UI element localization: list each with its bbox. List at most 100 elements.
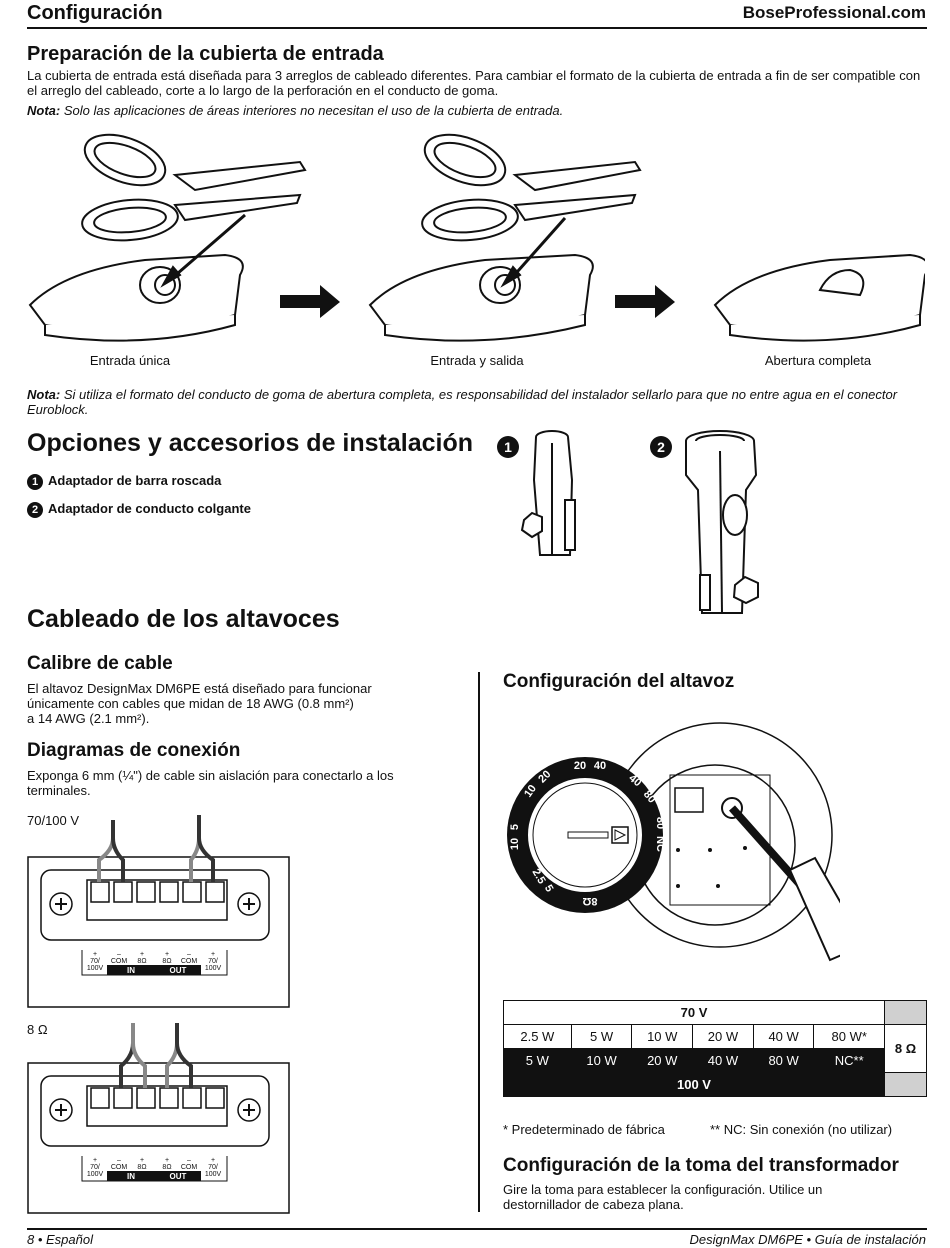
table-row: 70 V xyxy=(503,1000,927,1025)
term-minus-2: – xyxy=(187,951,191,958)
term-8-1: 8Ω xyxy=(137,1164,146,1171)
term-70-2: 70/ xyxy=(208,1164,218,1171)
site-name: BoseProfessional.com xyxy=(742,3,926,22)
column-divider xyxy=(478,672,480,1212)
cell-100-5: NC** xyxy=(813,1048,885,1073)
term-com-1: COM xyxy=(111,1164,128,1171)
footnote-nc: ** NC: Sin conexión (no utilizar) xyxy=(710,1122,893,1137)
cover-note-2: Nota: Si utiliza el formato del conducto… xyxy=(27,387,922,417)
note-label: Nota: xyxy=(27,387,61,402)
cell-70-5: 80 W* xyxy=(813,1024,885,1049)
term-plus-2: + xyxy=(140,951,144,958)
caption-full-opening: Abertura completa xyxy=(764,353,872,368)
term-70-2: 70/ xyxy=(208,958,218,965)
term-plus-3: + xyxy=(165,1157,169,1164)
term-in-label: IN xyxy=(127,966,135,975)
term-plus-3: + xyxy=(165,951,169,958)
terminal-diagram-8ohm: + 70/ 100V – COM + 8Ω + 8Ω – COM + 70/ 1… xyxy=(27,1023,290,1214)
dial-label-nc: NC xyxy=(654,836,666,852)
section-title: Configuración xyxy=(27,2,163,24)
term-com-1: COM xyxy=(111,958,128,965)
cover-housing-1 xyxy=(28,213,246,342)
table-row: 5 W 10 W 20 W 40 W 80 W NC** xyxy=(503,1048,927,1073)
table-cell xyxy=(884,1000,927,1025)
speaker-dial-illustration: 20 40 40 80 80 NC 10 20 5 10 2.5 5 8Ω xyxy=(507,722,840,962)
footer-100v: 100 V xyxy=(503,1072,885,1097)
dial-label-40: 40 xyxy=(594,760,606,772)
arrow-right-icon xyxy=(280,285,340,318)
caption-entry-exit: Entrada y salida xyxy=(430,353,524,368)
label-8-ohm: 8 Ω xyxy=(27,1022,48,1037)
term-out-label: OUT xyxy=(170,966,187,975)
term-100-1: 100V xyxy=(87,965,104,972)
diagram-line-1: Exponga 6 mm (¼") de cable sin aislación… xyxy=(27,768,394,783)
table-row: 2.5 W 5 W 10 W 20 W 40 W 80 W* 8 Ω xyxy=(503,1024,927,1073)
gauge-title: Calibre de cable xyxy=(27,653,173,674)
gauge-line-3: a 14 AWG (2.1 mm²). xyxy=(27,711,150,726)
cover-body: La cubierta de entrada está diseñada par… xyxy=(27,68,921,98)
cover-illustrations xyxy=(28,133,925,342)
note-text: Solo las aplicaciones de áreas interiore… xyxy=(63,103,564,118)
term-8-1: 8Ω xyxy=(137,958,146,965)
tap-config-table: 70 V 2.5 W 5 W 10 W 20 W 40 W 80 W* 8 Ω … xyxy=(503,1000,927,1097)
caption-single-entry: Entrada única xyxy=(89,353,171,368)
dial-label-10: 10 xyxy=(522,783,539,800)
term-70-1: 70/ xyxy=(90,1164,100,1171)
footer-rule xyxy=(27,1228,927,1230)
diagram-title: Diagramas de conexión xyxy=(27,740,241,761)
footnote-factory-default: * Predeterminado de fábrica xyxy=(503,1122,665,1137)
term-70-1: 70/ xyxy=(90,958,100,965)
term-com-2: COM xyxy=(181,958,198,965)
dial-label-80b: 80 xyxy=(654,817,666,829)
cell-100-0: 5 W xyxy=(503,1048,572,1073)
note-label: Nota: xyxy=(27,103,61,118)
cell-100-2: 20 W xyxy=(631,1048,694,1073)
cell-70-3: 20 W xyxy=(692,1024,754,1049)
table-row: 100 V xyxy=(503,1072,927,1097)
dial-label-5b: 5 xyxy=(542,883,555,894)
accessory-number-2: 2 xyxy=(650,436,672,458)
number-badge: 1 xyxy=(27,473,43,490)
gauge-line-2: únicamente con cables que midan de 18 AW… xyxy=(27,696,354,711)
label-70-100v: 70/100 V xyxy=(27,813,80,828)
cell-70-2: 10 W xyxy=(631,1024,694,1049)
cell-70-0: 2.5 W xyxy=(503,1024,572,1049)
term-com-2: COM xyxy=(181,1164,198,1171)
accessories-title: Opciones y accesorios de instalación xyxy=(27,429,474,457)
scissors-illustration-2 xyxy=(421,133,642,242)
term-minus-1: – xyxy=(117,951,121,958)
accessory-label: Adaptador de barra roscada xyxy=(48,473,222,488)
term-plus-1: + xyxy=(93,1157,97,1164)
cover-housing-2 xyxy=(368,217,594,342)
doc-title: DesignMax DM6PE • Guía de instalación xyxy=(689,1232,927,1247)
cell-70-1: 5 W xyxy=(570,1024,633,1049)
page-number: 8 • Español xyxy=(27,1232,93,1247)
dial-label-8ohm: 8Ω xyxy=(582,895,597,907)
term-minus-1: – xyxy=(117,1157,121,1164)
note-text: Si utiliza el formato del conducto de go… xyxy=(27,387,898,417)
gauge-line-1: El altavoz DesignMax DM6PE está diseñado… xyxy=(27,681,372,696)
term-100-2: 100V xyxy=(205,1171,222,1178)
term-plus-4: + xyxy=(211,1157,215,1164)
scissors-illustration-1 xyxy=(81,133,307,242)
term-8-2: 8Ω xyxy=(162,1164,171,1171)
cell-100-3: 40 W xyxy=(692,1048,754,1073)
header-rule xyxy=(27,27,927,29)
pendant-conduit-adapter-icon xyxy=(685,430,759,614)
term-100-1: 100V xyxy=(87,1171,104,1178)
transformer-line-1: Gire la toma para establecer la configur… xyxy=(503,1182,823,1197)
accessory-number-1: 1 xyxy=(497,436,519,458)
dial-label-5: 5 xyxy=(509,824,521,830)
transformer-title: Configuración de la toma del transformad… xyxy=(503,1155,899,1176)
term-100-2: 100V xyxy=(205,965,222,972)
accessory-item-1: 1 Adaptador de barra roscada xyxy=(27,473,221,490)
speaker-config-title: Configuración del altavoz xyxy=(503,671,735,692)
transformer-line-2: destornillador de cabeza plana. xyxy=(503,1197,684,1212)
wiring-title: Cableado de los altavoces xyxy=(27,605,340,633)
term-8-2: 8Ω xyxy=(162,958,171,965)
diagram-line-2: terminales. xyxy=(27,783,91,798)
dial-label-20: 20 xyxy=(574,760,586,772)
header-70v: 70 V xyxy=(503,1000,885,1025)
threaded-rod-adapter-icon xyxy=(520,430,576,556)
